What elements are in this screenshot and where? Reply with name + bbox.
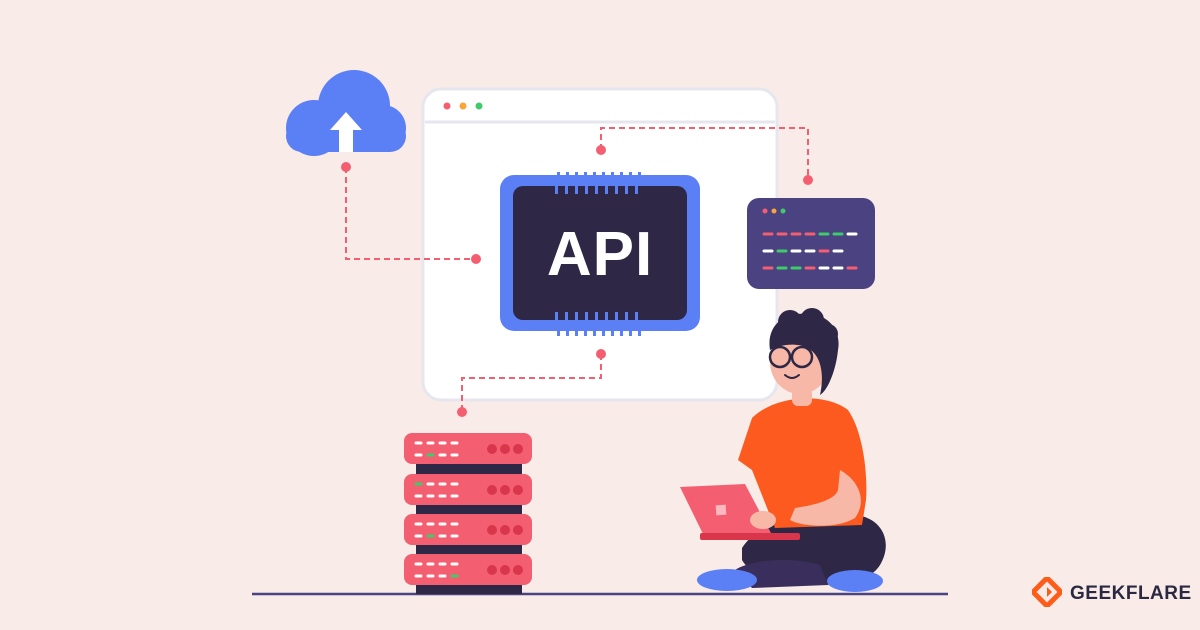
server-unit xyxy=(404,554,532,585)
code-lines xyxy=(762,232,858,270)
chip-inner-pins xyxy=(555,186,638,320)
connector-dots xyxy=(341,145,813,417)
connector-lines xyxy=(345,127,809,412)
glasses-icon xyxy=(768,345,814,369)
server-unit xyxy=(404,433,532,464)
api-chip-label: API xyxy=(546,219,654,289)
geekflare-logo-icon xyxy=(1030,575,1064,612)
brand-name: GEEKFLARE xyxy=(1070,583,1192,604)
server-rack xyxy=(404,433,532,594)
api-chip xyxy=(500,172,700,336)
cloud-upload-icon xyxy=(286,70,406,156)
server-unit xyxy=(404,514,532,545)
geekflare-brand[interactable]: GEEKFLARE xyxy=(1030,575,1192,612)
developer-character xyxy=(680,308,886,592)
terminal-window xyxy=(747,198,875,289)
server-unit xyxy=(404,474,532,505)
